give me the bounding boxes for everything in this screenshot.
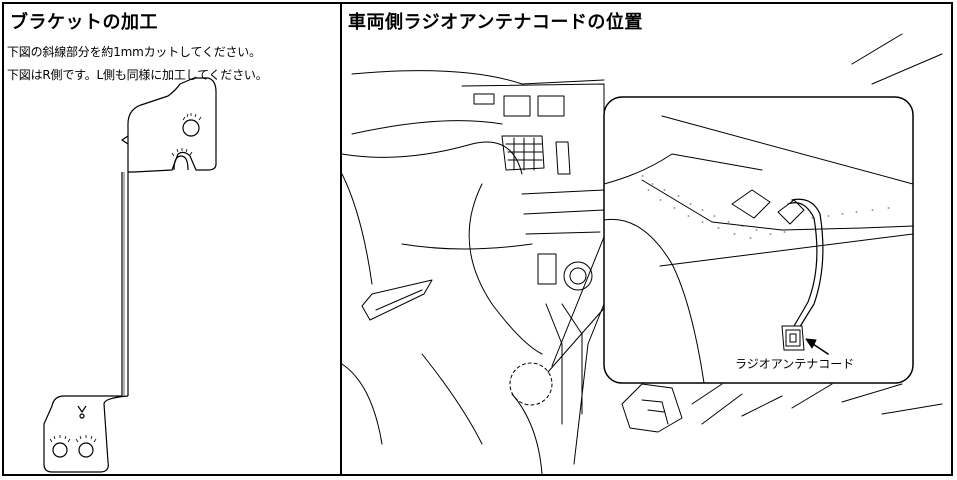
dashboard-drawing xyxy=(341,33,943,475)
bracket-instruction-note: 下図の斜線部分を約1mmカットしてください。 xyxy=(7,45,261,59)
bracket-panel: ブラケットの加工 下図の斜線部分を約1mmカットしてください。 下図はR側です。… xyxy=(4,4,340,474)
antenna-location-panel: 車両側ラジオアンテナコードの位置 xyxy=(341,4,951,475)
antenna-cord-label: ラジオアンテナコード xyxy=(735,357,855,371)
antenna-panel-title: 車両側ラジオアンテナコードの位置 xyxy=(348,12,643,33)
bracket-panel-title: ブラケットの加工 xyxy=(10,12,158,33)
bracket-drawing xyxy=(43,77,217,473)
panel-divider xyxy=(340,4,342,474)
